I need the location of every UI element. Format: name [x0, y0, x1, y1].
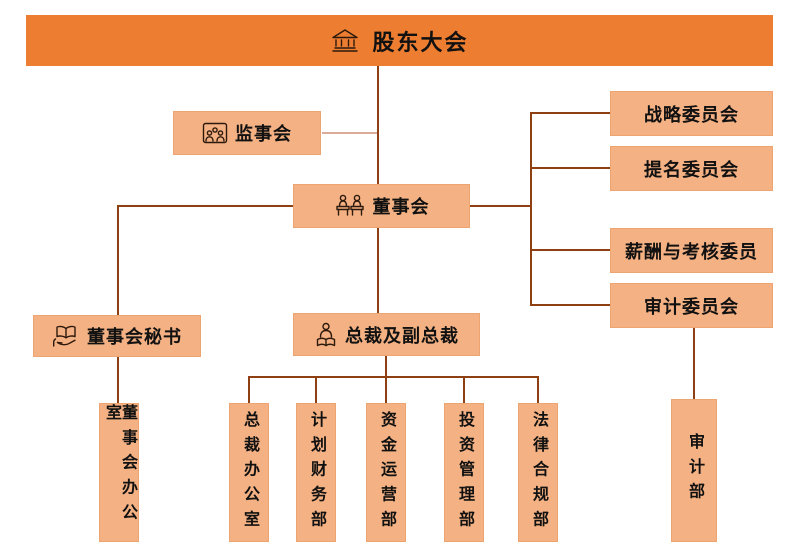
node-audit-committee-label: 审计委员会 [644, 296, 739, 317]
node-compensation-committee-label: 薪酬与考核委员 [625, 241, 758, 262]
node-president-office[interactable]: 总裁办公室 [229, 403, 269, 542]
connector-drop-investment [463, 376, 465, 403]
node-board-office[interactable]: 董事会办公室 [99, 403, 139, 542]
node-planning-finance-dept[interactable]: 计划财务部 [296, 403, 336, 542]
connector-audit-committee-to-dept [693, 328, 695, 399]
connector-drop-capital [385, 376, 387, 403]
node-investment-management-dept[interactable]: 投资管理部 [444, 403, 484, 542]
node-nomination-committee-label: 提名委员会 [644, 159, 739, 180]
node-audit-dept-label: 审计部 [686, 433, 703, 508]
connector-branch-nomination [530, 167, 610, 169]
node-president-office-label: 总裁办公室 [241, 410, 258, 535]
connector-drop-finance [315, 376, 317, 403]
connector-secretary-to-office [117, 357, 119, 403]
node-shareholders-meeting[interactable]: 股东大会 [26, 15, 773, 66]
node-shareholders-meeting-label: 股东大会 [372, 29, 469, 55]
connector-department-bus [248, 376, 539, 378]
connector-committee-bus [530, 112, 532, 306]
node-board-secretary[interactable]: 董事会秘书 [33, 315, 201, 357]
node-president-label: 总裁及副总裁 [345, 325, 459, 346]
node-board-office-label: 董事会办公室 [103, 404, 136, 528]
node-planning-finance-dept-label: 计划财务部 [308, 410, 325, 535]
connector-board-right [470, 205, 530, 207]
node-capital-operations-dept-label: 资金运营部 [378, 410, 395, 535]
node-capital-operations-dept[interactable]: 资金运营部 [366, 403, 406, 542]
node-strategy-committee-label: 战略委员会 [644, 104, 739, 125]
connector-left-down-1 [117, 205, 119, 315]
node-legal-compliance-dept-label: 法律合规部 [530, 410, 547, 535]
node-supervisory-board[interactable]: 监事会 [173, 111, 321, 155]
node-board-of-directors[interactable]: 董事会 [293, 184, 470, 228]
person-icon [314, 322, 338, 348]
book-hand-icon [52, 324, 80, 348]
connector-president-drop [385, 356, 387, 377]
node-investment-management-dept-label: 投资管理部 [456, 410, 473, 535]
node-board-of-directors-label: 董事会 [372, 197, 430, 217]
node-legal-compliance-dept[interactable]: 法律合规部 [518, 403, 558, 542]
node-audit-dept[interactable]: 审计部 [671, 399, 717, 542]
connector-root-to-board [377, 66, 379, 185]
node-president[interactable]: 总裁及副总裁 [293, 313, 480, 356]
node-compensation-committee[interactable]: 薪酬与考核委员 [610, 228, 773, 273]
connector-branch-audit [530, 304, 610, 306]
connector-drop-president-office [248, 376, 250, 403]
node-board-secretary-label: 董事会秘书 [87, 327, 182, 347]
node-audit-committee[interactable]: 审计委员会 [610, 283, 773, 328]
connector-supervisory [322, 132, 377, 134]
node-supervisory-board-label: 监事会 [235, 124, 292, 144]
node-nomination-committee[interactable]: 提名委员会 [610, 146, 773, 191]
connector-branch-compensation [530, 249, 610, 251]
bank-icon [330, 28, 360, 54]
group-frame-icon [202, 122, 228, 144]
connector-branch-strategy [530, 112, 610, 114]
connector-drop-legal [537, 376, 539, 403]
meeting-icon [334, 194, 366, 218]
connector-board-to-president [377, 228, 379, 313]
node-strategy-committee[interactable]: 战略委员会 [610, 91, 773, 136]
connector-board-left [117, 205, 293, 207]
